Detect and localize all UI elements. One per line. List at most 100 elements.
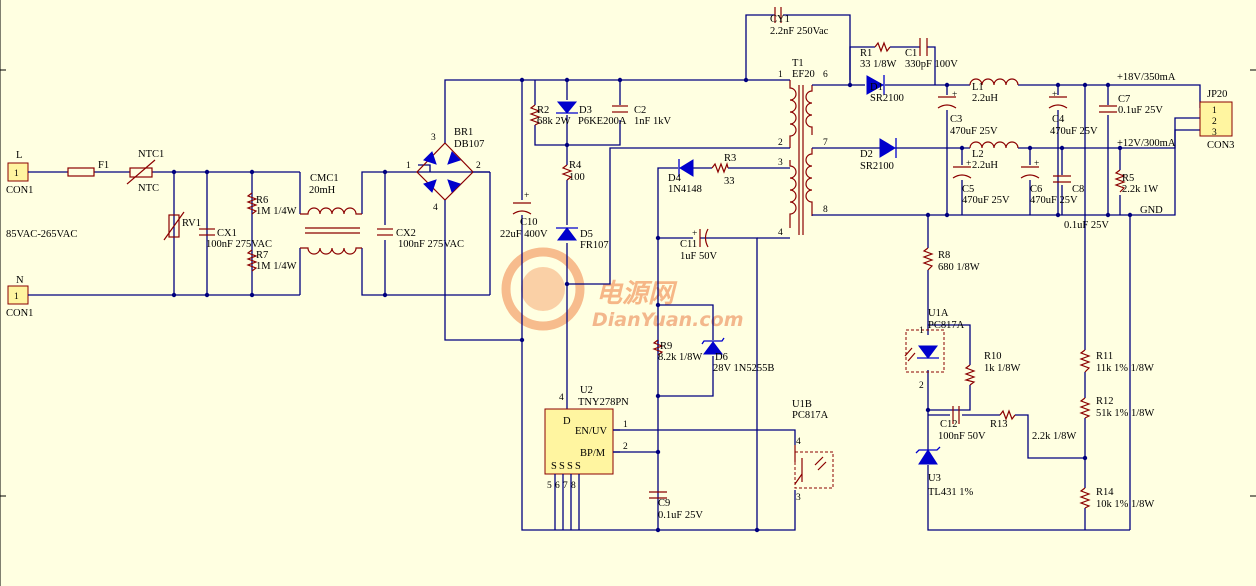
optocoupler-U1B[interactable]: 4 3 U1B PC817A	[792, 399, 834, 503]
RV1-ref: RV1	[182, 218, 201, 229]
resistor-R14[interactable]: R14 10k 1% 1/8W	[1079, 487, 1154, 510]
T1-ref: T1	[792, 58, 804, 69]
inductor-L2[interactable]: L2 2.2uH	[969, 141, 1019, 171]
BR1-pin-2: 2	[476, 161, 481, 171]
T1-pin-2: 2	[778, 138, 783, 148]
resistor-R11[interactable]: R11 11k 1% 1/8W	[1079, 349, 1154, 374]
output-connector-JP20[interactable]: 1 2 3 JP20 CON3	[1199, 89, 1234, 151]
common-mode-choke-CMC1[interactable]: CMC1 20mH	[300, 173, 362, 255]
watermark-en: DianYuan.com	[592, 309, 744, 331]
resistor-R6[interactable]: R6 1M 1/4W	[246, 192, 297, 217]
resistor-R3[interactable]: R3 33	[711, 153, 736, 187]
schottky-diode-D2[interactable]: D2 SR2100	[860, 138, 897, 172]
T1-value: EF20	[792, 69, 815, 80]
fuse-F1[interactable]: F1	[67, 160, 109, 177]
capacitor-C6[interactable]: + C6 470uF 25V	[1020, 159, 1078, 206]
diode-D5[interactable]: D5 FR107	[556, 227, 609, 251]
capacitor-CX1[interactable]: CX1 100nF 275VAC	[199, 228, 272, 250]
R13-ref: R13	[990, 419, 1008, 430]
connector-N[interactable]: 1 N CON1	[6, 275, 33, 319]
R3-ref: R3	[724, 153, 736, 164]
CMC1-ref: CMC1	[310, 173, 339, 184]
D2-ref: D2	[860, 149, 873, 160]
capacitor-C7[interactable]: C7 0.1uF 25V	[1099, 94, 1163, 116]
U2-ref: U2	[580, 385, 593, 396]
U2-pin-s-label: S	[551, 461, 557, 472]
U1A-pin-1: 1	[919, 326, 924, 336]
varistor-RV1[interactable]: RV1	[163, 211, 201, 241]
U2-pin-2: 2	[623, 442, 628, 452]
capacitor-C12[interactable]: C12 100nF 50V	[938, 406, 986, 442]
D6-ref: D6	[715, 352, 728, 363]
optocoupler-U1A[interactable]: 1 2 U1A PC817A	[904, 308, 965, 391]
hv-junctions	[519, 77, 749, 343]
thermistor-NTC1[interactable]: NTC1 NTC	[126, 149, 164, 194]
capacitor-C9[interactable]: C9 0.1uF 25V	[649, 491, 703, 521]
capacitor-C8[interactable]: C8 0.1uF 25V	[1053, 175, 1109, 231]
R6-value: 1M 1/4W	[256, 206, 297, 217]
BR1-ref: BR1	[454, 127, 473, 138]
resistor-R12[interactable]: R12 51k 1% 1/8W	[1079, 396, 1154, 419]
C2-ref: C2	[634, 105, 646, 116]
C11-ref: C11	[680, 239, 697, 250]
U2-pin-1: 1	[623, 420, 628, 430]
resistor-R9[interactable]: R9 8.2k 1/8W	[652, 339, 702, 363]
U2-pin-8: 8	[571, 481, 576, 491]
shunt-regulator-U3[interactable]: U3 TL431 1%	[915, 446, 973, 498]
capacitor-C5[interactable]: + C5 470uF 25V	[952, 159, 1010, 206]
tvs-diode-D3[interactable]: D3 P6KE200A	[556, 101, 627, 127]
resistor-R5[interactable]: R5 2.2k 1W	[1114, 169, 1158, 195]
capacitor-C10[interactable]: + C10 22uF 400V	[500, 191, 548, 240]
C6-value: 470uF 25V	[1030, 195, 1078, 206]
R14-value: 10k 1% 1/8W	[1096, 499, 1154, 510]
rail-12v-label: +12V/300mA	[1117, 138, 1176, 149]
resistor-R2[interactable]: R2 68k 2W	[529, 104, 571, 127]
U2-pin-4: 4	[559, 393, 564, 403]
C4-ref: C4	[1052, 114, 1065, 125]
L2-value: 2.2uH	[972, 160, 998, 171]
label-con1-L: CON1	[6, 185, 33, 196]
capacitor-CY1[interactable]: CY1 2.2nF 250Vac	[770, 7, 829, 37]
BR1-pin-1: 1	[406, 161, 411, 171]
capacitor-C3[interactable]: + C3 470uF 25V	[937, 90, 998, 137]
C5-value: 470uF 25V	[962, 195, 1010, 206]
CX1-ref: CX1	[217, 228, 237, 239]
C6-plus-icon: +	[1034, 159, 1039, 169]
resistor-R13[interactable]: R13 2.2k 1/8W	[990, 409, 1076, 442]
ic-U2-tny278pn[interactable]: D EN/UV BP/M S S S S 4 1 2 5 6 7 8 U2 TN…	[544, 385, 629, 530]
JP20-part: CON3	[1207, 140, 1234, 151]
R4-value: 100	[569, 172, 585, 183]
resistor-R1[interactable]: R1 33 1/8W	[860, 41, 897, 70]
D5-ref: D5	[580, 229, 593, 240]
schottky-diode-D1[interactable]: D1 SR2100	[866, 75, 904, 104]
capacitor-C2[interactable]: C2 1nF 1kV	[612, 105, 671, 127]
connector-L[interactable]: 1 L CON1	[6, 150, 33, 196]
diode-D4[interactable]: D4 1N4148	[668, 159, 702, 195]
CX1-value: 100nF 275VAC	[206, 239, 272, 250]
C5-plus-icon: +	[966, 159, 971, 169]
resistor-R8[interactable]: R8 680 1/8W	[922, 247, 980, 273]
CY1-value: 2.2nF 250Vac	[770, 26, 829, 37]
transformer-T1[interactable]: 1 2 3 4 6 7 8 T1 EF20	[757, 58, 850, 239]
label-L: L	[16, 150, 22, 161]
bridge-rectifier-BR1[interactable]: 3 4 1 2 BR1 DB107	[406, 79, 522, 341]
resistor-R4[interactable]: R4 100	[561, 160, 585, 183]
inductor-L1[interactable]: L1 2.2uH	[969, 78, 1019, 104]
bias-junctions	[655, 235, 760, 533]
JP20-ref: JP20	[1207, 89, 1227, 100]
resistor-R10[interactable]: R10 1k 1/8W	[963, 351, 1021, 386]
capacitor-CX2[interactable]: CX2 100nF 275VAC	[377, 228, 464, 250]
capacitor-C4[interactable]: + C4 470uF 25V	[1048, 90, 1098, 137]
zener-diode-D6[interactable]: D6 28V 1N5255B	[701, 337, 774, 374]
CY1-ref: CY1	[770, 14, 790, 25]
watermark: 电源网 DianYuan.com	[501, 247, 744, 331]
D3-value: P6KE200A	[578, 116, 627, 127]
R10-ref: R10	[984, 351, 1002, 362]
resistor-R7[interactable]: R7 1M 1/4W	[246, 249, 297, 272]
C12-ref: C12	[940, 419, 958, 430]
R3-value: 33	[724, 176, 735, 187]
C7-value: 0.1uF 25V	[1118, 105, 1163, 116]
capacitor-C1[interactable]: C1 330pF 100V	[905, 38, 958, 70]
capacitor-C11[interactable]: + C11 1uF 50V	[680, 228, 717, 262]
